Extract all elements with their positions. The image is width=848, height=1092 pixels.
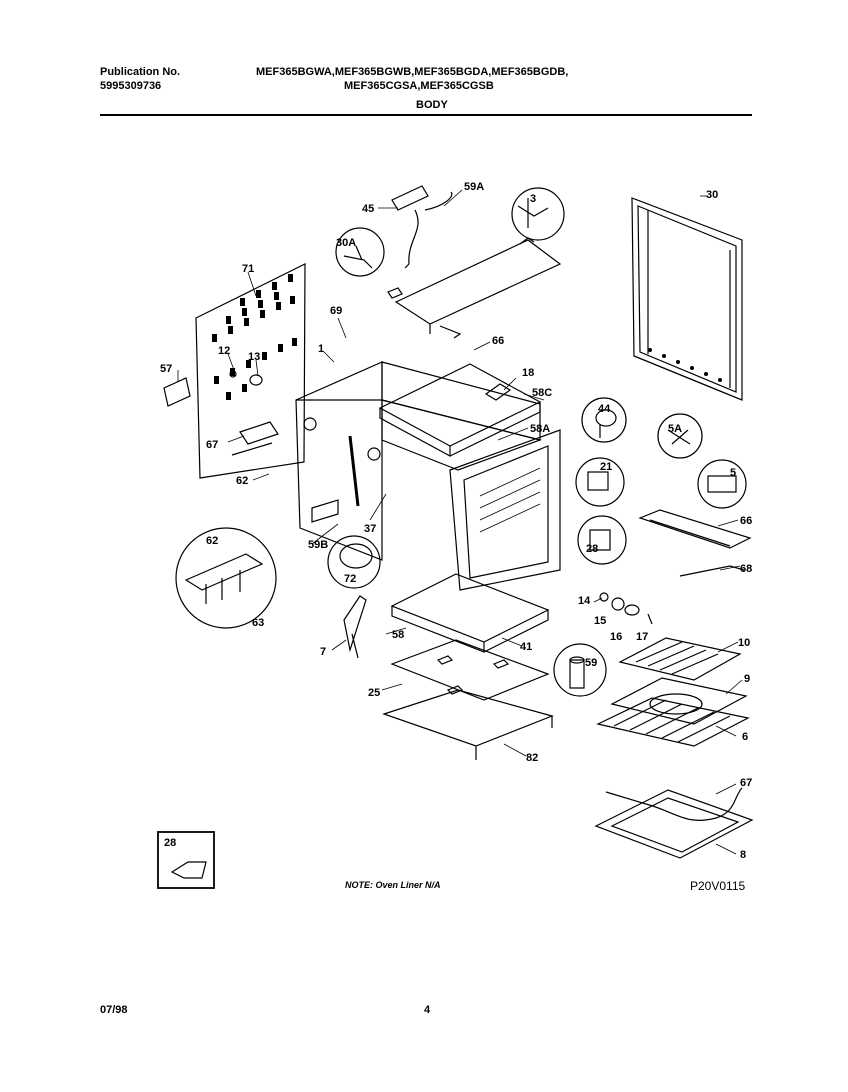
bake-element — [594, 787, 754, 859]
door-panel — [631, 197, 743, 401]
oven-body — [295, 361, 561, 591]
callout-label: 68 — [740, 563, 752, 575]
wire-harness — [387, 185, 453, 299]
detail-circle-30a — [335, 227, 385, 277]
callout-label: 7 — [320, 646, 326, 658]
callout-label: 25 — [368, 687, 380, 699]
broiler-grid — [618, 637, 742, 681]
hinge — [343, 595, 367, 659]
callout-label: 58C — [532, 387, 552, 399]
callout-label: 9 — [744, 673, 750, 685]
bottom-insulation — [390, 573, 550, 653]
callout-label: 17 — [636, 631, 648, 643]
insulation-72 — [327, 535, 381, 589]
header-rule — [100, 114, 752, 116]
callout-label: 13 — [248, 351, 260, 363]
note-text: NOTE: Oven Liner N/A — [345, 880, 441, 890]
publication-number: 5995309736 — [100, 80, 162, 92]
callout-label: 67 — [740, 777, 752, 789]
callout-label: 58 — [392, 629, 404, 641]
callout-label: 3 — [530, 193, 536, 205]
kick-panel — [382, 689, 554, 760]
models-line-1: MEF365BGWA,MEF365BGWB,MEF365BGDA,MEF365B… — [256, 66, 569, 78]
callout-label: 66 — [740, 515, 752, 527]
callout-label: 15 — [594, 615, 606, 627]
terminal-block-62 — [175, 527, 277, 629]
back-panel — [195, 263, 306, 479]
callout-label: 10 — [738, 637, 750, 649]
clip-28 — [577, 515, 627, 565]
leader-lines — [177, 189, 743, 855]
callout-label: 71 — [242, 263, 254, 275]
callout-label: 44 — [598, 403, 611, 415]
callout-label: 45 — [362, 203, 374, 215]
callout-label: 16 — [610, 631, 622, 643]
publication-label: Publication No. — [100, 66, 181, 78]
callout-label: 5 — [730, 467, 736, 479]
callout-label: 28 — [586, 543, 598, 555]
callout-label: 41 — [520, 641, 532, 653]
callout-label: 14 — [578, 595, 591, 607]
callout-label: 5A — [668, 423, 682, 435]
callout-label: 28 — [164, 837, 176, 849]
callout-label: 59B — [308, 539, 328, 551]
callout-label: 21 — [600, 461, 612, 473]
broiler-pan — [610, 677, 748, 725]
callout-label: 62 — [236, 475, 248, 487]
top-insulation — [378, 363, 542, 458]
callout-label: 6 — [742, 731, 748, 743]
top-bracket — [394, 237, 562, 339]
callout-label: 62 — [206, 535, 218, 547]
callout-label: 12 — [218, 345, 230, 357]
models-line-2: MEF365CGSA,MEF365CGSB — [344, 80, 494, 92]
footer-date: 07/98 — [100, 1004, 128, 1016]
callout-label: 69 — [330, 305, 342, 317]
callout-label: 18 — [522, 367, 534, 379]
callout-label: 57 — [160, 363, 172, 375]
drawing-code: P20V0115 — [690, 879, 746, 893]
callout-label: 66 — [492, 335, 504, 347]
broil-element — [638, 509, 752, 577]
floor-panel — [390, 639, 550, 701]
inset-box-28 — [157, 831, 215, 889]
callout-label: 82 — [526, 752, 538, 764]
callout-label: 59A — [464, 181, 484, 193]
callout-label: 72 — [344, 573, 356, 585]
footer-page: 4 — [424, 1004, 431, 1016]
thermostat-5a — [657, 413, 703, 459]
bracket-59 — [553, 643, 607, 697]
callout-label: 30 — [706, 189, 718, 201]
callout-label: 59 — [585, 657, 597, 669]
oven-rack — [596, 697, 750, 747]
knob-44 — [581, 397, 627, 443]
element-block-5 — [697, 459, 747, 509]
callout-label: 58A — [530, 423, 550, 435]
callout-label: 30A — [336, 237, 356, 249]
small-parts — [599, 592, 653, 625]
detail-circle-30 — [511, 187, 565, 241]
callout-label: 63 — [252, 617, 264, 629]
callout-label: 37 — [364, 523, 376, 535]
callout-label: 8 — [740, 849, 746, 861]
callout-label: 67 — [206, 439, 218, 451]
callout-label: 1 — [318, 343, 324, 355]
small-plate — [163, 377, 191, 407]
section-title: BODY — [416, 99, 448, 111]
switch-21 — [575, 457, 625, 507]
